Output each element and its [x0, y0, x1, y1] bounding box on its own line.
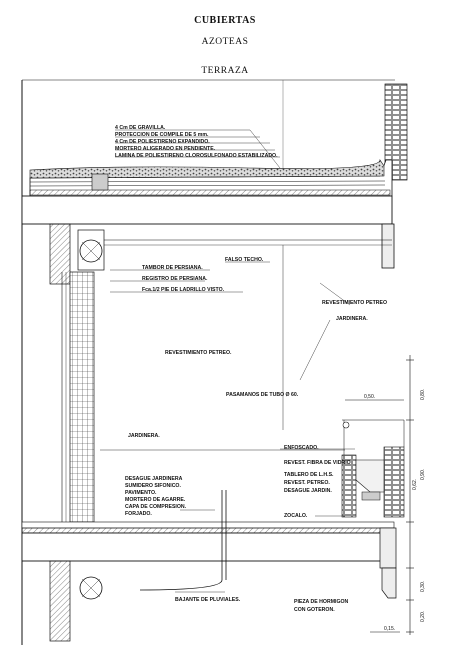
label-lhs-board: TABLERO DE L.H.S.: [284, 472, 334, 478]
dimension-lines: [345, 355, 414, 635]
label-flooring: PAVIMENTO.: [125, 490, 157, 496]
exposed-brick-wall: [69, 271, 95, 523]
label-stone-cladding-right: REVESTIMIENTO PETREO: [322, 300, 387, 306]
label-handrail: PASAMANOS DE TUBO Ø 60.: [226, 392, 299, 398]
roof-beam-edge: [381, 223, 395, 269]
label-render: ENFOSCADO.: [284, 445, 319, 451]
label-planter-right: JARDINERA.: [336, 316, 368, 322]
drawing-subtitle: AZOTEAS: [201, 37, 249, 47]
roof-drain: [91, 173, 109, 191]
label-bedding-mortar: MORTERO DE AGARRE.: [125, 497, 186, 503]
label-sheet: LAMINA DE POLIESTIRENO CLOROSULFONADO ES…: [115, 153, 278, 159]
dim-height-080: 0,80.: [420, 389, 426, 400]
label-compression-layer: CAPA DE COMPRESION.: [125, 504, 187, 510]
dim-height-090: 0,90.: [420, 469, 426, 480]
label-downpipe: BAJANTE DE PLUVIALES.: [175, 597, 241, 603]
drawing-title: CUBIERTAS: [194, 15, 256, 26]
label-fiberglass: REVEST. FIBRA DE VIDRIO: [284, 460, 351, 466]
label-mortar-slope: MORTERO ALIGERADO EN PENDIENTE.: [115, 146, 216, 152]
label-gravel: 4 Cm DE GRAVILLA.: [115, 125, 166, 131]
roof-layers: [29, 159, 393, 197]
dim-width-050: 0,50.: [364, 394, 375, 400]
label-planter-drain: DESAGUE JARDINERA: [125, 476, 183, 482]
dim-height-030: 0,30.: [420, 581, 426, 592]
dim-062: 0,62.: [412, 479, 418, 490]
label-planter-left: JARDINERA.: [128, 433, 160, 439]
label-plinth: ZOCALO.: [284, 513, 308, 519]
blind-box: [49, 223, 105, 285]
planter-right: [341, 419, 405, 518]
handrail-tube: [342, 421, 350, 429]
dim-height-020: 0,20.: [420, 611, 426, 622]
floor-slab: [21, 521, 397, 569]
concrete-drip-piece: [381, 567, 397, 599]
label-concrete-piece-line2: CON GOTERON.: [294, 607, 335, 613]
dim-width-015: 0,15.: [384, 626, 395, 632]
label-siphon: SUMIDERO SIFONICO.: [125, 483, 181, 489]
leader-lines: [110, 129, 355, 593]
label-slab: FORJADO.: [125, 511, 152, 517]
label-polystyrene: 4 Cm DE POLIESTIRENO EXPANDIDO.: [115, 139, 210, 145]
roof-slab: [21, 195, 393, 225]
label-blind-drum: TAMBOR DE PERSIANA.: [142, 265, 203, 271]
label-concrete-piece-line1: PIEZA DE HORMIGON: [294, 599, 349, 605]
label-concrete-piece: PIEZA DE HORMIGON CON GOTERON.: [294, 599, 350, 613]
downpipe: [49, 490, 227, 642]
label-stone-cladding-small: REVEST. PETREO.: [284, 480, 330, 486]
label-planter-drain-right: DESAGUE JARDIN.: [284, 488, 332, 494]
section-title: TERRAZA: [201, 66, 249, 76]
label-brick-wall: Fca.1/2 PIE DE LADRILLO VISTO.: [142, 287, 225, 293]
parapet-brick-wall: [384, 83, 408, 181]
label-protection: PROTECCION DE COMPILE DE 5 mm.: [115, 132, 209, 138]
label-blind-register: REGISTRO DE PERSIANA.: [142, 276, 208, 282]
label-false-ceiling: FALSO TECHO.: [225, 257, 264, 263]
label-stone-cladding-center: REVESTIMIENTO PETREO.: [165, 350, 232, 356]
